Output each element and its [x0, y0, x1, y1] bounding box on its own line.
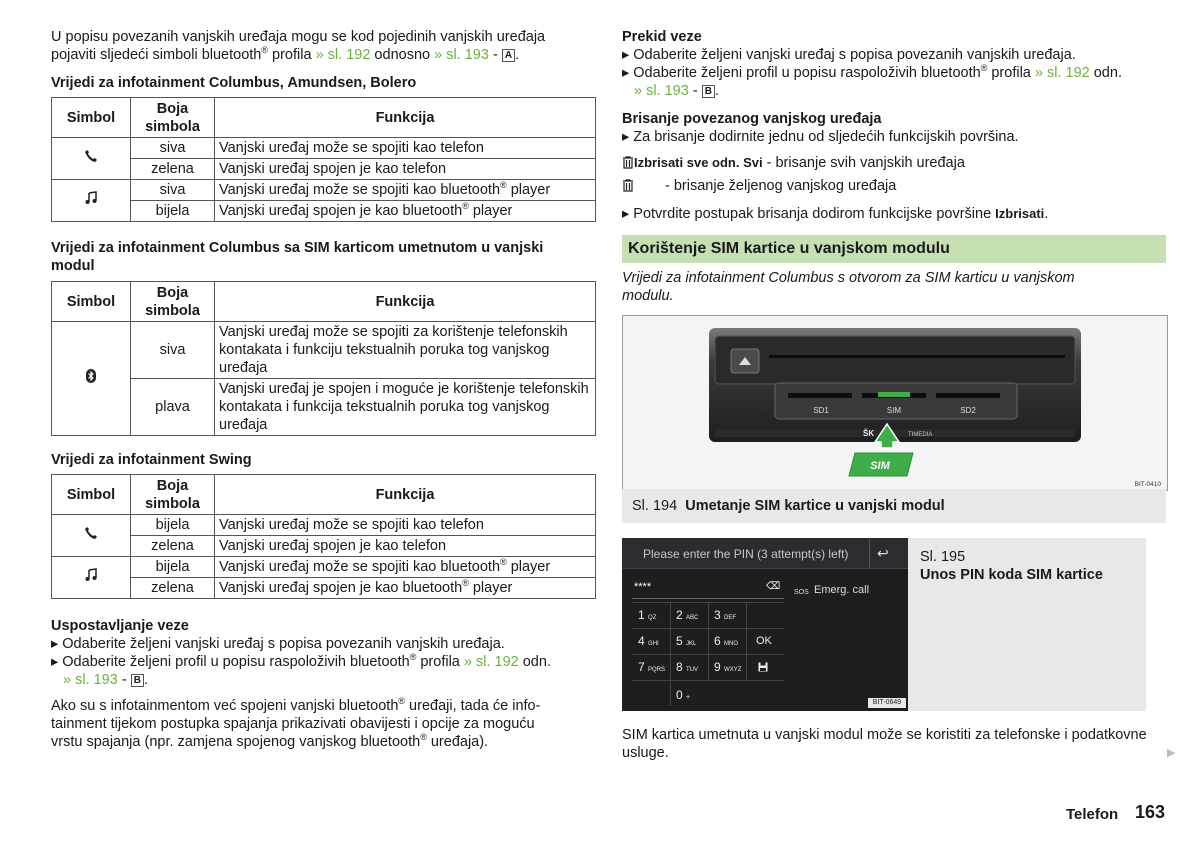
figure-code: BIT-0649 — [868, 698, 906, 708]
figure-195-pin-screen: Please enter the PIN (3 attempt(s) left)… — [622, 538, 908, 711]
fig-link[interactable]: » sl. 193 — [434, 47, 489, 63]
key-6[interactable]: 6 MNO — [714, 634, 739, 648]
key-1[interactable]: 1 QZ — [638, 608, 657, 622]
delete-all-label: Izbrisati sve odn. Svi — [634, 155, 763, 170]
table2-heading: Vrijedi za infotainment Columbus sa SIM … — [51, 240, 544, 274]
back-icon[interactable]: ↩ — [877, 545, 889, 561]
phone-icon — [51, 514, 131, 557]
key-7[interactable]: 7 PQRS — [638, 660, 666, 674]
fig-link[interactable]: » sl. 193 — [634, 83, 689, 99]
key-0[interactable]: 0 + — [676, 688, 691, 702]
phone-icon — [51, 137, 131, 180]
sim-usage-paragraph: SIM kartica umetnuta u vanjski modul mož… — [622, 727, 1147, 761]
symbol-table-columbus: Simbol Boja simbola Funkcija siva Vanjsk… — [51, 97, 596, 222]
figure-195-caption: Sl. 195 Unos PIN koda SIM kartice — [908, 538, 1146, 711]
emergency-call-button[interactable]: Emerg. call — [814, 584, 870, 596]
sim-slot-label: SIM — [887, 406, 902, 415]
svg-text:TIMEDIA: TIMEDIA — [908, 432, 932, 438]
col-color: Boja simbola — [130, 97, 215, 138]
continue-arrow-icon: ▶ — [1167, 747, 1176, 759]
table1-heading: Vrijedi za infotainment Columbus, Amunds… — [51, 75, 417, 91]
figure-194-illustration: SD1 SIM SD2 ŠK TIMEDIA SIM BIT-0410 — [622, 315, 1168, 491]
ok-button[interactable]: OK — [756, 635, 772, 647]
key-9[interactable]: 9 WXYZ — [714, 660, 742, 674]
symbol-table-columbus-sim: Simbol Boja simbola Funkcija siva Vanjsk… — [51, 281, 596, 436]
pin-prompt: Please enter the PIN (3 attempt(s) left) — [643, 547, 849, 561]
figure-code: BIT-0410 — [1135, 481, 1162, 488]
key-3[interactable]: 3 DEF — [714, 608, 737, 622]
section-title-bar: Korištenje SIM kartice u vanjskom modulu — [622, 235, 1166, 263]
col-function: Funkcija — [214, 97, 596, 138]
fig-link[interactable]: » sl. 192 — [315, 47, 371, 63]
table3-heading: Vrijedi za infotainment Swing — [51, 452, 252, 468]
symbol-table-swing: Simbol Boja simbola Funkcija bijela Vanj… — [51, 474, 596, 599]
sd2-label: SD2 — [960, 406, 976, 415]
figure-194-caption: Sl. 194 Umetanje SIM kartice u vanjski m… — [622, 489, 1166, 523]
intro-paragraph: U popisu povezanih vanjskih uređaja mogu… — [51, 29, 546, 63]
fig-link[interactable]: » sl. 192 — [463, 654, 519, 670]
sd1-label: SD1 — [813, 406, 829, 415]
page-number: 163 — [1135, 802, 1166, 822]
key-5[interactable]: 5 JKL — [676, 634, 697, 648]
key-8[interactable]: 8 TUV — [676, 660, 699, 674]
delete-section: Brisanje povezanog vanjskog uređaja Za b… — [622, 110, 1167, 223]
sos-label: SOS — [794, 589, 809, 596]
figure-label-box: A — [501, 49, 516, 62]
music-note-icon — [51, 179, 131, 222]
section-note: Vrijedi za infotainment Columbus s otvor… — [622, 270, 1075, 304]
col-symbol: Simbol — [51, 97, 131, 138]
info-paragraph: Ako su s infotainmentom već spojeni vanj… — [51, 696, 541, 750]
music-note-icon — [51, 556, 131, 599]
delete-label: Izbrisati — [995, 206, 1045, 221]
bluetooth-icon — [51, 321, 131, 436]
brand-label: ŠK — [863, 429, 874, 438]
trash-icon — [622, 179, 634, 197]
trash-icon — [622, 156, 634, 174]
key-4[interactable]: 4 GHI — [638, 634, 659, 648]
save-icon[interactable] — [758, 659, 768, 672]
fig-link[interactable]: » sl. 192 — [1034, 65, 1090, 81]
key-2[interactable]: 2 ABC — [676, 608, 699, 622]
fig-link[interactable]: » sl. 193 — [63, 672, 118, 688]
footer-section: Telefon — [1066, 806, 1119, 823]
disconnect-section: Prekid veze Odaberite željeni vanjski ur… — [622, 28, 1167, 100]
sim-card-label: SIM — [870, 460, 890, 472]
pin-input[interactable]: **** ⌫ — [632, 574, 784, 599]
connection-section: Uspostavljanje veze Odaberite željeni va… — [51, 617, 596, 689]
backspace-icon[interactable]: ⌫ — [766, 581, 781, 592]
